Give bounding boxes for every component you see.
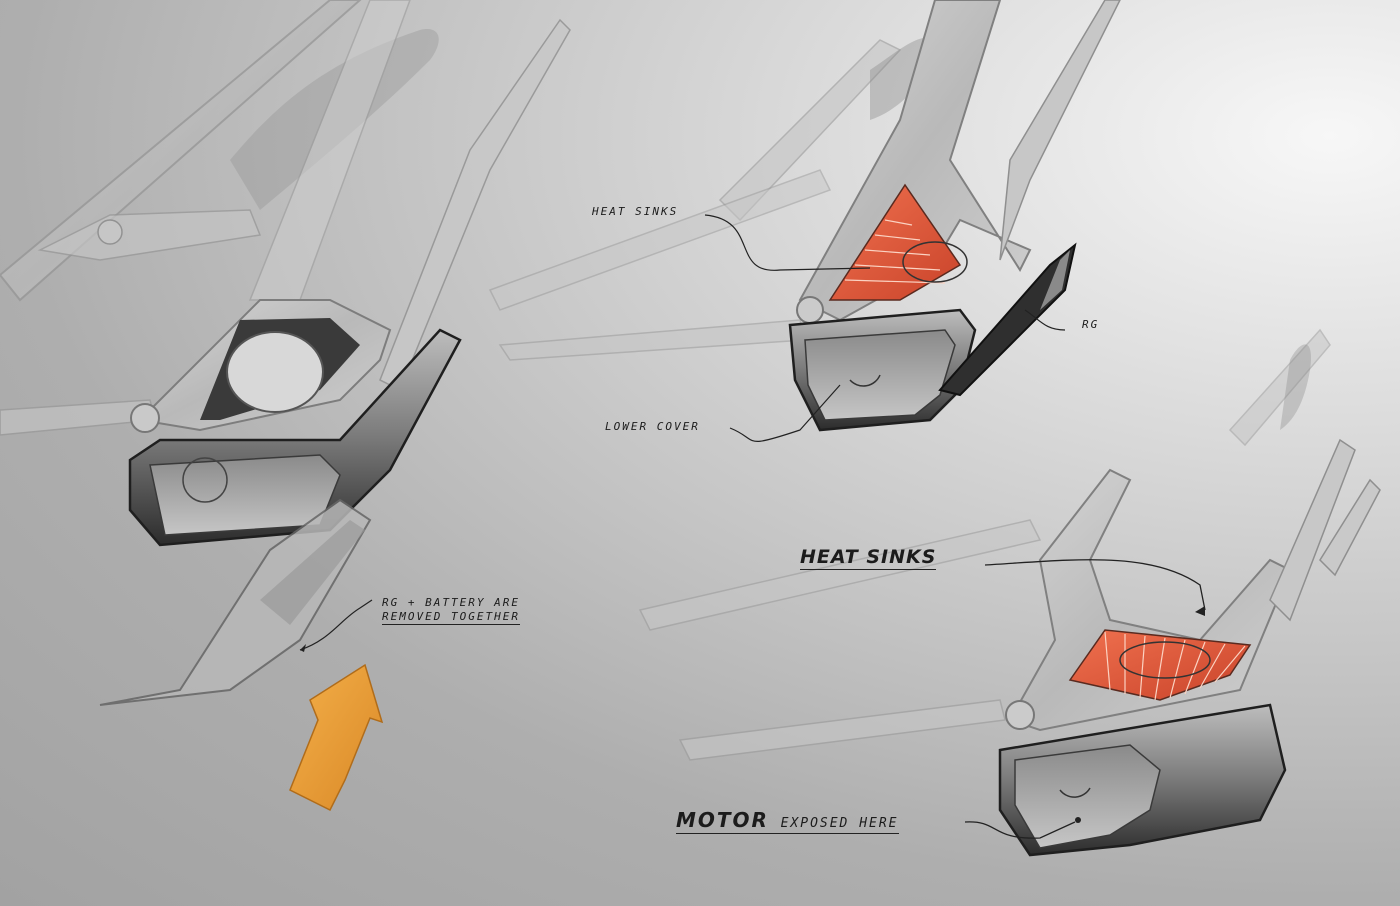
heat-sink-fins-lower — [1104, 631, 1246, 701]
heat-sink-fins-upper — [844, 219, 946, 284]
sketch-top-right — [488, 0, 1121, 442]
exposed-here-words: EXPOSED HERE — [780, 816, 899, 831]
lower-cover-label: LOWER COVER — [605, 420, 700, 433]
removed-together-line2: REMOVED TOGETHER — [382, 610, 520, 625]
heat-sinks-lower-label: HEAT SINKS — [800, 546, 937, 570]
sketch-bottom-right — [638, 328, 1381, 857]
rg-label: RG — [1082, 318, 1100, 331]
removed-together-line1: RG + BATTERY ARE — [382, 596, 520, 609]
sketch-left — [0, 0, 571, 812]
motor-exposed-label: MOTOR EXPOSED HERE — [676, 808, 899, 834]
motor-word: MOTOR — [676, 808, 769, 832]
heat-sinks-upper-label: HEAT SINKS — [592, 205, 679, 218]
